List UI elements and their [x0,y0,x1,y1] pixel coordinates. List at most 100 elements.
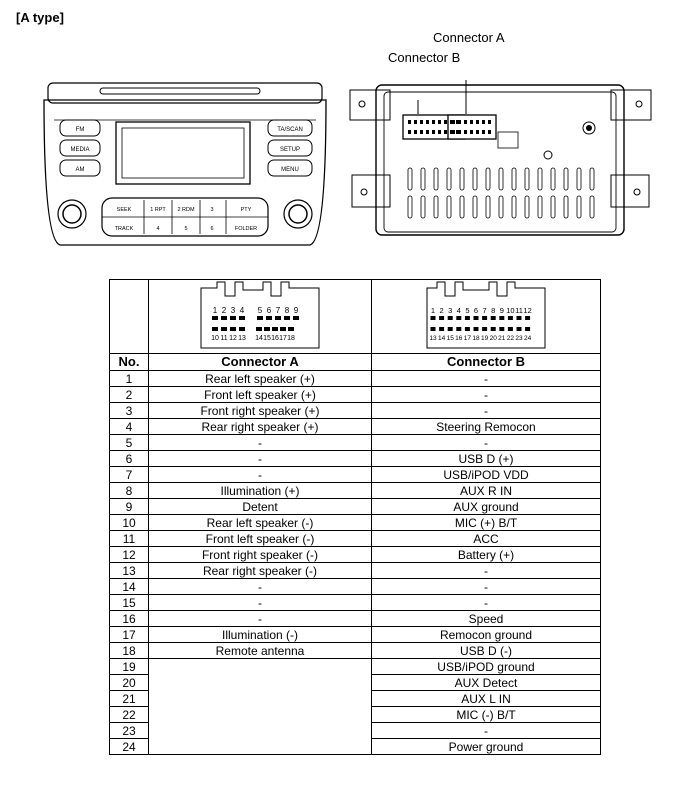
pin-number: 23 [109,722,149,739]
pin-slot [293,316,299,320]
vent-slot [550,195,556,219]
pin-slot [482,327,488,331]
connector-a-function: Front left speaker (+) [148,386,372,403]
connector-b-function: ACC [371,530,601,547]
pin-slot [430,316,436,320]
rear-pin [482,130,485,134]
rear-pin [458,130,461,134]
rear-pin [456,130,459,134]
connector-a-function: - [148,466,372,483]
preset-label: FOLDER [235,226,257,232]
pin-label: 22 [507,335,515,342]
panel-button [59,139,101,157]
pin-number: 3 [109,402,149,419]
connector-a-function: - [148,434,372,451]
pin-slot [499,327,505,331]
connector-b-function: - [371,402,601,419]
panel-button-label: SETUP [280,147,300,153]
pin-number: 12 [109,546,149,563]
table-row: 6-USB D (+) [109,450,601,467]
pin-slot [482,316,488,320]
vent-slot [472,167,478,191]
connector-b-function: - [371,722,601,739]
pin-number: 4 [109,418,149,435]
pin-slot [272,327,278,331]
panel-button-label: MEDIA [70,147,89,153]
header-connector-b: Connector B [371,353,601,371]
connector-a-function: - [148,578,372,595]
connector-b-function: AUX R IN [371,482,601,499]
pin-number: 14 [109,578,149,595]
header-no: No. [109,353,149,371]
pin-slot [221,327,227,331]
pin-number: 22 [109,706,149,723]
vent-slot [511,167,517,191]
pin-number: 18 [109,642,149,659]
pin-label: 14 [255,335,263,342]
connector-b-function: - [371,370,601,387]
pin-slot [525,316,531,320]
pin-label: 4 [457,306,461,315]
preset-label: 5 [184,226,187,232]
pin-label: 21 [498,335,506,342]
pin-label: 11 [515,306,523,315]
connector-b-function: AUX L IN [371,690,601,707]
rear-pin [452,120,455,124]
rear-pin [438,130,441,134]
pin-slot [275,316,281,320]
connector-b-function: - [371,594,601,611]
pin-slot [516,316,522,320]
connector-b-function: Power ground [371,738,601,755]
rear-pin [432,130,435,134]
pin-label: 2 [440,306,444,315]
connector-a-function: Front right speaker (-) [148,546,372,563]
pin-number: 6 [109,450,149,467]
rear-pin [452,130,455,134]
pin-slot [473,316,479,320]
vent-slot [589,167,595,191]
connector-b-function: Speed [371,610,601,627]
pin-number: 9 [109,498,149,515]
blank-cell [109,279,149,354]
pin-label: 16 [271,335,279,342]
rear-pin [414,120,417,124]
table-row: 16-Speed [109,610,601,627]
pin-number: 8 [109,482,149,499]
connector-a-function: Detent [148,498,372,515]
pin-slot [239,316,245,320]
pin-label: 18 [472,335,480,342]
pin-slot [257,316,263,320]
connector-b-function: AUX Detect [371,674,601,691]
rear-pin [450,120,453,124]
pin-label: 19 [481,335,489,342]
connector-a-function: Rear left speaker (+) [148,370,372,387]
table-row: 23 - [109,722,601,739]
connector-b-function: USB D (-) [371,642,601,659]
pin-label: 8 [491,306,495,315]
pin-number: 17 [109,626,149,643]
pin-slot [212,327,218,331]
rear-pin [488,130,491,134]
pin-label: 18 [287,335,295,342]
pin-label: 24 [524,335,532,342]
connector-b-function: AUX ground [371,498,601,515]
pin-label: 6 [267,306,272,315]
preset-label: SEEK [117,207,132,213]
rear-pin [476,130,479,134]
preset-label: 3 [210,207,213,213]
connector-a-function: Illumination (+) [148,482,372,499]
pin-label: 4 [240,306,245,315]
pin-label: 1 [213,306,218,315]
